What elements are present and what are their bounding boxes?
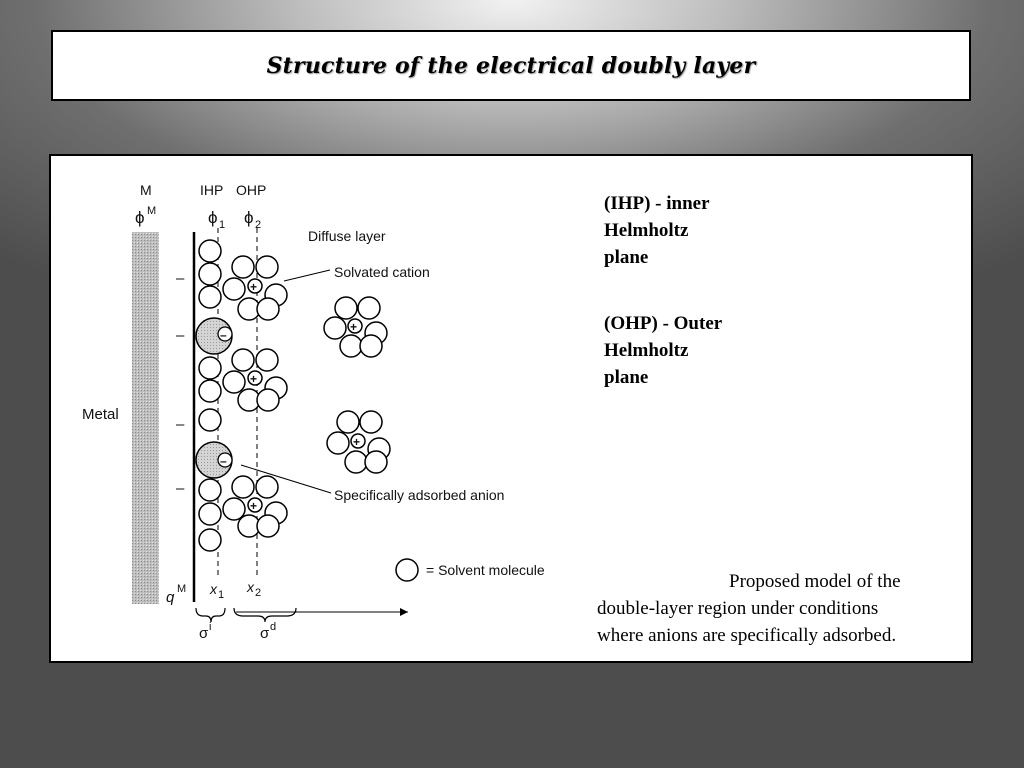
ihp-label: IHP — [200, 182, 223, 198]
caption-line: double-layer region under conditions — [597, 598, 879, 619]
surface-charge-q: q — [166, 589, 175, 606]
x1-label: x — [209, 581, 218, 597]
adsorbed-anion-label: Specifically adsorbed anion — [334, 487, 504, 503]
sigma-d-label: σ — [260, 625, 270, 642]
solvent-molecule — [198, 285, 222, 309]
title-box: Structure of the electrical doubly layer — [51, 30, 971, 101]
solvated-cation-label: Solvated cation — [334, 264, 430, 280]
cation-sign: + — [250, 499, 257, 513]
double-layer-diagram: Metal M ϕ M IHP ϕ 1 OHP ϕ 2 – – – – — [82, 182, 545, 642]
ihp-potential-sub: 1 — [219, 219, 225, 231]
ohp-potential-sub: 2 — [255, 219, 261, 231]
adsorbed-anion: – — [195, 441, 233, 479]
surface-charge-sign: – — [176, 416, 185, 433]
solvated-cation: + — [222, 255, 288, 321]
solvated-cation-pointer — [283, 269, 331, 282]
surface-charge-sign: – — [176, 270, 185, 287]
solvated-cation: + — [222, 475, 288, 538]
solvated-cation: + — [326, 410, 391, 474]
ohp-label: OHP — [236, 182, 266, 198]
ihp-potential-symbol: ϕ — [208, 208, 218, 227]
ohp-definition: (OHP) - Outer Helmholtz plane — [604, 310, 804, 391]
surface-charge-sign: – — [176, 480, 185, 497]
definition-line: plane — [604, 247, 649, 268]
solvent-molecule — [198, 478, 222, 502]
solvent-molecule — [198, 528, 222, 552]
definition-line: (IHP) - inner — [604, 193, 710, 214]
surface-charge-q-sup: M — [177, 583, 186, 595]
adsorbed-anion: – — [195, 317, 233, 355]
ohp-potential-symbol: ϕ — [244, 208, 254, 227]
metal-electrode — [132, 232, 159, 604]
x2-label: x — [246, 579, 255, 595]
sigma-d-sup: d — [270, 621, 276, 633]
cation-sign: + — [250, 372, 257, 386]
solvated-cation: + — [222, 348, 288, 412]
ihp-solvent-layer — [198, 239, 222, 552]
sigma-d-brace — [233, 607, 297, 623]
sigma-i-label: σ — [199, 625, 209, 642]
metal-label: Metal — [82, 406, 119, 423]
sigma-i-brace — [195, 607, 226, 623]
solvated-cation: + — [323, 296, 388, 358]
definition-line: (OHP) - Outer — [604, 313, 723, 334]
sigma-i-sup: i — [209, 621, 211, 633]
solvent-legend-symbol — [395, 558, 419, 582]
solvent-molecule — [198, 502, 222, 526]
x2-sub: 2 — [255, 587, 261, 599]
cation-sign: + — [350, 320, 357, 334]
x1-sub: 1 — [218, 589, 224, 601]
anion-sign: – — [220, 328, 227, 342]
ihp-definition: (IHP) - inner Helmholtz plane — [604, 190, 804, 271]
figure-caption: Proposed model of the double-layer regio… — [597, 568, 957, 649]
metal-potential-symbol: ϕ — [135, 208, 145, 227]
slide-title: Structure of the electrical doubly layer — [266, 52, 756, 79]
surface-charge-sign: – — [176, 327, 185, 344]
cation-sign: + — [353, 435, 360, 449]
distance-axis-arrowhead — [400, 608, 408, 616]
solvent-molecule — [198, 356, 222, 380]
anion-sign: – — [220, 454, 227, 468]
definition-line: plane — [604, 367, 649, 388]
metal-plane-label: M — [140, 182, 152, 198]
solvent-molecule — [198, 262, 222, 286]
definition-line: Helmholtz — [604, 340, 689, 361]
solvent-molecule — [198, 379, 222, 403]
solvent-legend-label: = Solvent molecule — [426, 562, 545, 578]
definition-line: Helmholtz — [604, 220, 689, 241]
adsorbed-anion-pointer — [240, 464, 332, 494]
caption-line: Proposed model of the — [729, 571, 901, 592]
metal-potential-sup: M — [147, 205, 156, 217]
solvent-molecule — [198, 239, 222, 263]
diffuse-layer-label: Diffuse layer — [308, 228, 386, 244]
content-panel: Metal M ϕ M IHP ϕ 1 OHP ϕ 2 – – – – — [49, 154, 973, 663]
solvent-molecule — [198, 408, 222, 432]
cation-sign: + — [250, 280, 257, 294]
caption-line: where anions are specifically adsorbed. — [597, 625, 897, 646]
